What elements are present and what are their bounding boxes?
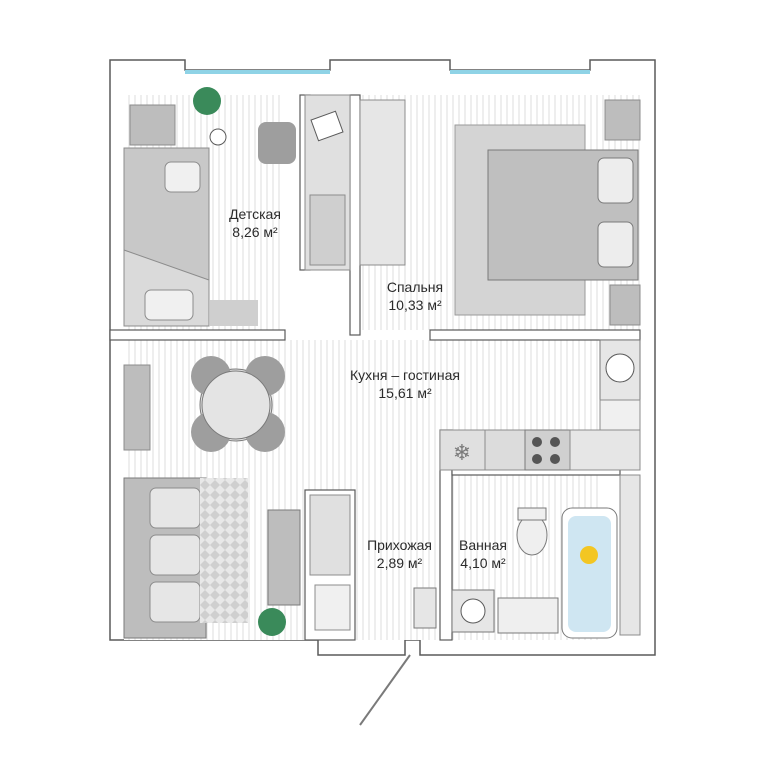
wardrobe-bedroom [359, 99, 406, 266]
armchair [267, 509, 301, 606]
toilet [516, 514, 548, 556]
kids-furniture [123, 87, 351, 327]
tv-unit [123, 364, 151, 451]
nightstand-top [604, 99, 641, 141]
living-furniture [123, 356, 437, 639]
kitchen-furniture: ❄ [439, 339, 641, 471]
kids-pillow-1 [164, 161, 201, 193]
stove [524, 429, 571, 471]
kids-pillow-2 [144, 289, 194, 321]
duck-icon [580, 546, 598, 564]
kids-desk [129, 104, 176, 146]
plant-icon-living [258, 608, 286, 636]
laptop-icon [310, 110, 344, 142]
shoe-rack [413, 587, 437, 629]
entrance-door [359, 654, 411, 726]
nightstand-bottom [609, 284, 641, 326]
ball-icon [209, 128, 227, 146]
bathroom-furniture [451, 474, 641, 639]
kids-rug [210, 300, 258, 326]
kids-chair [258, 122, 296, 164]
bedroom-furniture [359, 99, 641, 326]
bed-pillow-1 [597, 157, 634, 204]
snowflake-icon: ❄ [453, 441, 471, 466]
bed-pillow-2 [597, 221, 634, 268]
bath-sink [497, 597, 559, 634]
hall-wardrobe [309, 494, 351, 576]
windows [185, 70, 590, 74]
hall-bench [314, 584, 351, 631]
living-rug [200, 478, 248, 623]
plant-icon [193, 87, 221, 115]
